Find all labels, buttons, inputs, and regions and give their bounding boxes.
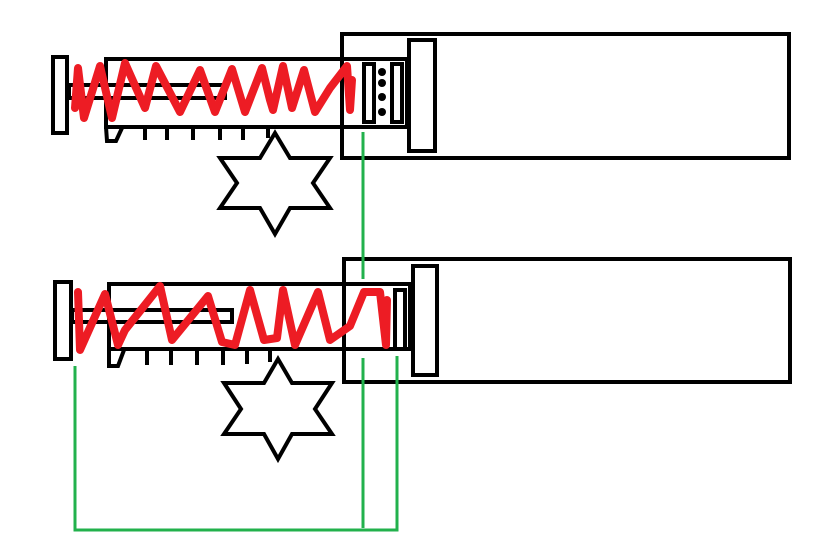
top-end-cap xyxy=(51,55,69,135)
bottom-rack-teeth xyxy=(107,349,272,368)
top-end-plate xyxy=(407,38,437,153)
bottom-spring xyxy=(74,282,391,354)
top-housing-box xyxy=(340,32,791,160)
bottom-end-cap xyxy=(53,280,73,361)
wire-loop xyxy=(73,356,399,532)
top-balls xyxy=(378,68,386,116)
top-contact-right xyxy=(390,62,404,124)
bottom-housing-box xyxy=(342,257,792,384)
wiring xyxy=(73,132,399,532)
bottom-end-plate xyxy=(411,264,439,377)
bottom-contact xyxy=(393,288,407,351)
bottom-rod xyxy=(70,308,234,324)
top-assembly xyxy=(51,32,791,239)
top-star-gear xyxy=(216,129,334,239)
top-rack-teeth xyxy=(104,126,270,143)
top-spring xyxy=(71,59,356,122)
bottom-assembly xyxy=(53,257,792,464)
top-contact-left xyxy=(362,62,376,124)
bottom-star-gear xyxy=(220,355,336,464)
